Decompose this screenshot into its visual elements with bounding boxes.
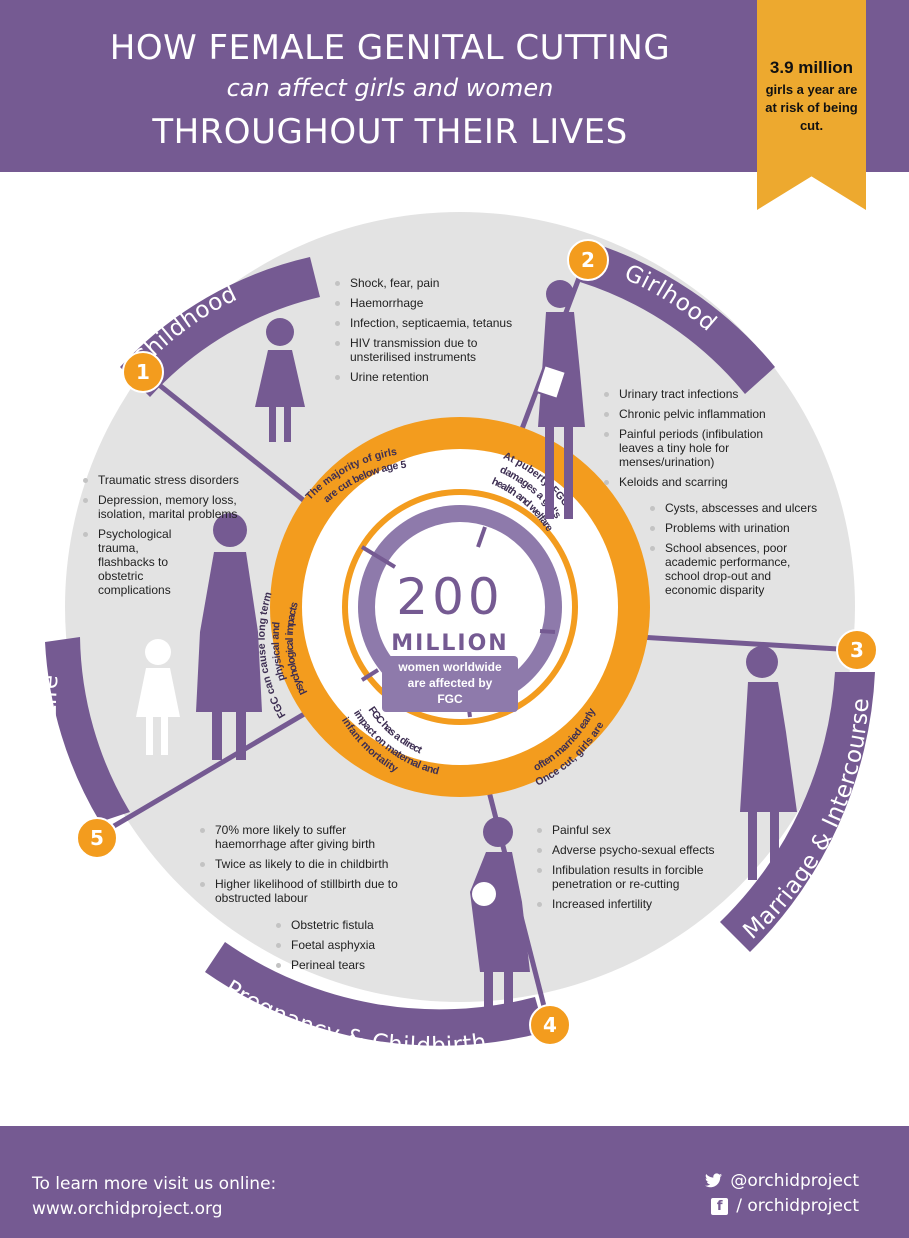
list-item: Chronic pelvic inflammation [604, 407, 799, 421]
center-core [376, 523, 544, 691]
pregnancy-list-a: 70% more likely to suffer haemorrhage af… [200, 823, 415, 911]
list-item: Haemorrhage [335, 296, 535, 310]
list-item: HIV transmission due to unsterilised ins… [335, 336, 535, 364]
list-item: Foetal asphyxia [276, 938, 426, 952]
list-item: Painful periods (infibulation leaves a t… [604, 427, 799, 469]
center-sub-2: are affected by [408, 676, 493, 690]
ribbon-text: girls a year are at risk of being cut. [765, 82, 858, 133]
childhood-list: Shock, fear, pain Haemorrhage Infection,… [335, 276, 535, 390]
page-subtitle: can affect girls and women [226, 74, 554, 102]
center-million: MILLION [391, 631, 508, 656]
list-item: Higher likelihood of stillbirth due to o… [200, 877, 415, 905]
list-item: School absences, poor academic performan… [650, 541, 820, 597]
list-item: 70% more likely to suffer haemorrhage af… [200, 823, 415, 851]
twitter-icon [705, 1172, 723, 1190]
facebook-link[interactable]: f / orchidproject [711, 1196, 859, 1216]
list-item: Painful sex [537, 823, 737, 837]
list-item: Infection, septicaemia, tetanus [335, 316, 535, 330]
child-silhouette-white [136, 639, 180, 755]
center-number: 200 [396, 568, 503, 626]
girlhood-list-a: Urinary tract infections Chronic pelvic … [604, 387, 799, 495]
pregnancy-list-b: Obstetric fistula Foetal asphyxia Perine… [276, 918, 426, 978]
girlhood-silhouette [534, 280, 585, 519]
page-title-line3: THROUGHOUT THEIR LIVES [152, 112, 628, 152]
childhood-band [120, 257, 320, 397]
stage-number-4: 4 [529, 1004, 571, 1046]
svg-text:2: 2 [581, 248, 595, 272]
life-stages-diagram: 200 MILLION women worldwide are affected… [36, 212, 878, 1060]
list-item: Keloids and scarring [604, 475, 799, 489]
facebook-icon: f [711, 1197, 729, 1215]
ribbon-stat: 3.9 million [769, 58, 854, 77]
stage-number-3: 3 [836, 629, 878, 671]
twitter-link[interactable]: @orchidproject [705, 1171, 859, 1191]
stat-ribbon: 3.9 million girls a year are at risk of … [757, 0, 866, 210]
facebook-handle: / orchidproject [736, 1196, 859, 1216]
list-item: Traumatic stress disorders [83, 473, 273, 487]
list-item: Obstetric fistula [276, 918, 426, 932]
list-item: Twice as likely to die in childbirth [200, 857, 415, 871]
pregnancy-silhouette [470, 817, 530, 1028]
list-item: Psychological trauma, flashbacks to obst… [83, 527, 193, 597]
svg-text:3: 3 [850, 638, 864, 662]
list-item: Infibulation results in forcible penetra… [537, 863, 737, 891]
marriage-silhouette [740, 646, 797, 880]
list-item: Cysts, abscesses and ulcers [650, 501, 820, 515]
list-item: Problems with urination [650, 521, 820, 535]
girlhood-list-b: Cysts, abscesses and ulcers Problems wit… [650, 501, 820, 603]
center-sub-1: women worldwide [397, 660, 502, 674]
twitter-handle: @orchidproject [730, 1171, 859, 1191]
list-item: Urine retention [335, 370, 535, 384]
list-item: Adverse psycho-sexual effects [537, 843, 737, 857]
stage-number-2: 2 [567, 239, 609, 281]
childhood-silhouette [255, 318, 305, 442]
footer-text: To learn more visit us online: [32, 1174, 277, 1194]
later-life-band [45, 637, 130, 822]
pregnancy-band [205, 942, 545, 1046]
list-item: Shock, fear, pain [335, 276, 535, 290]
list-item: Urinary tract infections [604, 387, 799, 401]
girlhood-band [580, 242, 775, 394]
stage-number-1: 1 [122, 351, 164, 393]
marriage-band [720, 672, 875, 952]
svg-text:4: 4 [543, 1013, 557, 1037]
footer-website-link[interactable]: www.orchidproject.org [32, 1199, 223, 1219]
list-item: Increased infertility [537, 897, 737, 911]
marriage-list: Painful sex Adverse psycho-sexual effect… [537, 823, 737, 917]
later-life-list: Traumatic stress disorders Depression, m… [83, 473, 273, 603]
list-item: Perineal tears [276, 958, 426, 972]
svg-text:1: 1 [136, 360, 150, 384]
svg-text:5: 5 [90, 826, 104, 850]
list-item: Depression, memory loss, isolation, mari… [83, 493, 273, 521]
footer: To learn more visit us online: www.orchi… [0, 1126, 909, 1238]
center-sub-3: FGC [437, 692, 463, 706]
later-life-silhouette [196, 513, 262, 760]
page-title: HOW FEMALE GENITAL CUTTING [109, 28, 671, 68]
stage-number-5: 5 [76, 817, 118, 859]
